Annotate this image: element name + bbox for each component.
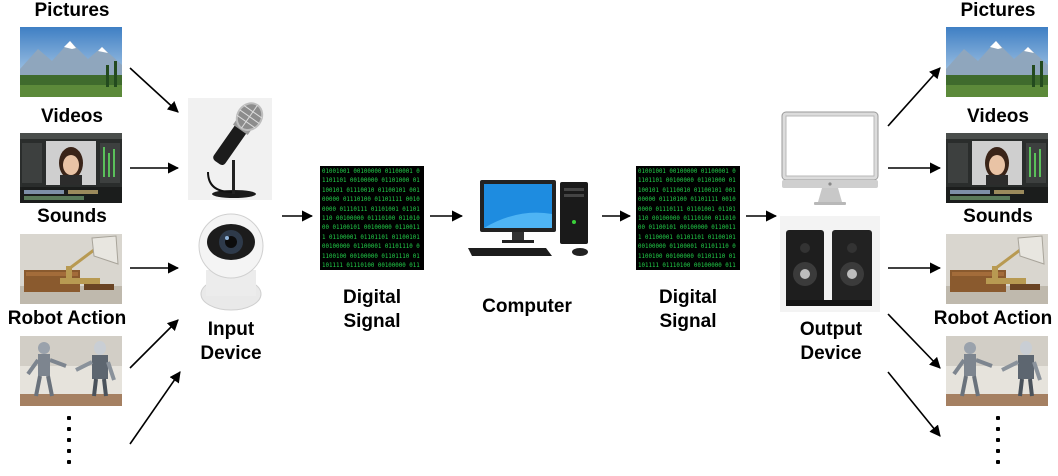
label-digital-signal-left: Digital Signal <box>332 286 412 334</box>
digital-signal-right-line1: Digital <box>658 287 718 308</box>
label-robot-action-left: Robot Action <box>7 308 127 329</box>
label-pictures-left: Pictures <box>34 0 110 21</box>
landscape-image-right <box>946 27 1048 97</box>
video-editor-image-right <box>946 133 1048 203</box>
arrow-output-to-pictures <box>887 67 941 127</box>
binary-text-right: 01001001 00100000 01100001 01101101 0010… <box>638 169 736 270</box>
label-input-device: Input Device <box>196 318 266 366</box>
arrow-more-to-input <box>129 371 181 445</box>
arrow-output-to-more <box>887 371 941 437</box>
label-videos-left: Videos <box>41 106 103 127</box>
output-device-line2: Device <box>800 343 862 364</box>
phonograph-image-right <box>946 234 1048 304</box>
input-device-line1: Input <box>207 319 255 340</box>
robot-image-right <box>946 336 1048 406</box>
desktop-computer-icon <box>468 178 600 258</box>
output-device-line1: Output <box>799 319 863 340</box>
digital-signal-right-line2: Signal <box>659 311 717 332</box>
robot-image-left <box>20 336 122 406</box>
arrow-output-to-robot <box>887 313 941 369</box>
label-robot-action-right: Robot Action <box>933 308 1053 329</box>
camera-icon <box>196 212 266 312</box>
more-inputs-ellipsis <box>67 416 71 471</box>
binary-code-left: 01001001 00100000 01100001 01101101 0010… <box>320 166 424 270</box>
binary-code-right: 01001001 00100000 01100001 01101101 0010… <box>636 166 740 270</box>
label-sounds-right: Sounds <box>963 206 1033 227</box>
input-device-line2: Device <box>200 343 262 364</box>
video-editor-image-left <box>20 133 122 203</box>
arrow-robot-to-input <box>129 319 179 369</box>
binary-text-left: 01001001 00100000 01100001 01101101 0010… <box>322 169 420 270</box>
phonograph-image-left <box>20 234 122 304</box>
label-computer: Computer <box>482 296 572 317</box>
label-digital-signal-right: Digital Signal <box>648 286 728 334</box>
label-videos-right: Videos <box>967 106 1029 127</box>
arrow-pictures-to-input <box>129 67 179 113</box>
label-output-device: Output Device <box>786 318 876 366</box>
digital-signal-left-line1: Digital <box>342 287 402 308</box>
speakers-icon <box>780 216 880 312</box>
more-outputs-ellipsis <box>996 416 1000 471</box>
label-sounds-left: Sounds <box>37 206 107 227</box>
digital-signal-left-line2: Signal <box>343 311 401 332</box>
microphone-icon <box>188 98 272 200</box>
landscape-image-left <box>20 27 122 97</box>
label-pictures-right: Pictures <box>960 0 1036 21</box>
monitor-icon <box>780 108 880 208</box>
